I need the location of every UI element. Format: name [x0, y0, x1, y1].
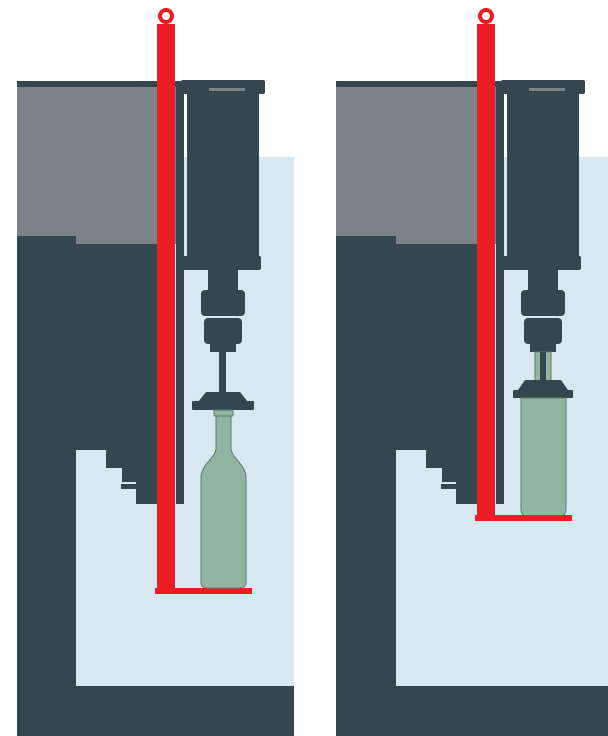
ledge-pin: [121, 484, 139, 489]
motor-housing: [187, 90, 259, 262]
coupling-body-lower: [524, 318, 562, 344]
machine-top-edge: [336, 81, 579, 87]
machine-top-edge: [17, 81, 259, 87]
lifting-eye-icon: [478, 8, 494, 24]
filling-rod: [219, 352, 226, 392]
coupling-neck: [528, 268, 558, 290]
panel-left: [17, 8, 294, 736]
coupling-collar: [210, 344, 236, 352]
clamp-plate: [513, 390, 573, 398]
motor-cap-highlight: [529, 88, 565, 91]
coupling-neck: [208, 268, 238, 290]
machine-inner-column: [496, 84, 504, 504]
filling-rod-inner: [540, 352, 546, 382]
lift-rod: [157, 24, 175, 592]
coupling-collar: [530, 344, 556, 352]
lifting-eye-icon: [158, 8, 174, 24]
lift-platform: [155, 588, 252, 594]
coupling-body-upper: [521, 290, 565, 316]
machine-upper-block: [17, 84, 182, 244]
motor-cap-highlight: [209, 88, 245, 91]
motor-cap: [181, 80, 265, 94]
motor-cap: [501, 80, 585, 94]
bottle-icon: [520, 397, 567, 517]
clamp-plate: [192, 401, 254, 410]
motor-base: [501, 256, 581, 270]
machine-frame: [17, 236, 294, 736]
bottle-icon: [200, 411, 247, 589]
motor-housing: [507, 90, 579, 262]
machine-frame: [336, 236, 608, 736]
lift-platform: [475, 515, 572, 521]
ledge-pin: [441, 484, 459, 489]
motor-base: [181, 256, 261, 270]
lift-rod: [477, 24, 495, 520]
coupling-body-upper: [201, 290, 245, 316]
machine-inner-column: [176, 84, 184, 504]
bottle-cap: [213, 409, 234, 417]
clamp-icon: [198, 392, 248, 402]
panel-right: [336, 8, 608, 736]
clamp-icon: [518, 380, 568, 390]
machine-upper-block: [336, 84, 501, 244]
coupling-body-lower: [204, 318, 242, 344]
